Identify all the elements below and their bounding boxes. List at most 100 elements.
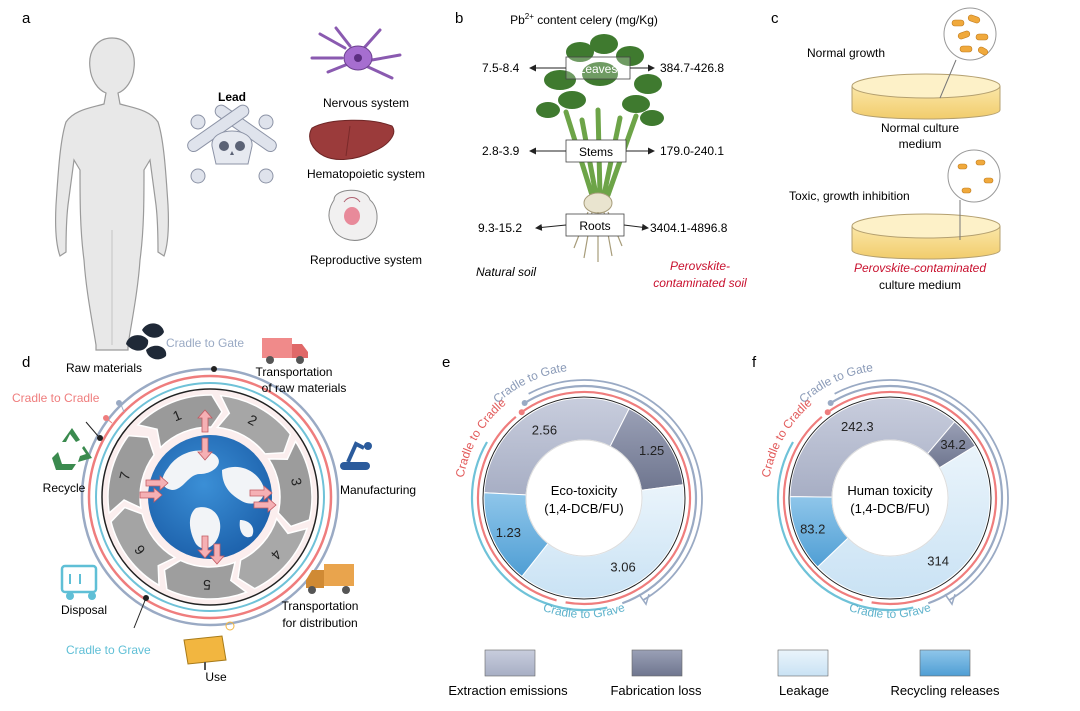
lead-label: Lead (218, 90, 246, 104)
truck-raw-icon (262, 338, 308, 364)
contam-value-roots: 3404.1-4896.8 (650, 221, 728, 235)
lifecycle-stage-number: 7 (116, 470, 133, 482)
slice-value-label: 3.06 (610, 560, 635, 575)
cradle-to-gate-arc (830, 384, 1004, 605)
panel-label-e: e (442, 354, 450, 371)
panel-label-f: f (752, 354, 757, 371)
transport-raw-label-2: of raw materials (262, 381, 347, 395)
cradle-to-gate-arc (834, 379, 1009, 601)
legend: Extraction emissions Fabrication loss Leak… (448, 649, 1000, 698)
donut-center (525, 439, 643, 557)
lifecycle-stage-arrow (215, 394, 292, 455)
cradle-to-cradle-arc (476, 415, 557, 602)
lifecycle-stage-arrow (136, 394, 223, 450)
truck-distribution-icon (306, 564, 354, 594)
arrow-roots-natural (535, 223, 567, 231)
normal-medium-label-1: Normal culture (881, 121, 959, 135)
lifecycle-stage-arrow (237, 517, 309, 590)
disposal-label: Disposal (61, 603, 107, 617)
cradle-start-dot (518, 409, 525, 416)
earth-globe-icon (148, 435, 272, 559)
transport-dist-label-2: for distribution (282, 616, 357, 630)
natural-value-leaves: 7.5-8.4 (482, 61, 520, 75)
manufacturing-robot-icon (340, 441, 372, 470)
lifecycle-stage-arrow (267, 439, 313, 528)
panel-label-a: a (22, 10, 31, 27)
cradle-to-gate-arc (524, 384, 698, 605)
slice-value-label: 34.2 (940, 437, 965, 452)
legend-label: Extraction emissions (448, 683, 568, 698)
human-body-icon (55, 37, 169, 351)
panel-label-d: d (22, 354, 30, 371)
eco-toxicity-chart: 2.56 1.25 3.06 1.23 Eco-toxicity (1,4-DCB/FU)… (453, 360, 703, 621)
contam-value-leaves: 384.7-426.8 (660, 61, 724, 75)
legend-swatch (919, 649, 971, 677)
recycle-icon (52, 428, 92, 470)
legend-label: Fabrication loss (610, 683, 702, 698)
contaminated-petri-dish-icon (851, 213, 1001, 260)
legend-swatch (631, 649, 683, 677)
slice-value-label: 83.2 (800, 521, 825, 536)
slice-value-label: 1.25 (639, 443, 664, 458)
gate-start-dot (827, 400, 834, 407)
organ-label-hematopoietic: Hematopoietic system (307, 167, 425, 181)
natural-value-stems: 2.8-3.9 (482, 144, 520, 158)
normal-petri-dish-icon (851, 73, 1001, 120)
neuron-icon (310, 26, 402, 80)
lifecycle-stage-arrow (107, 434, 155, 515)
cradle-to-grave-arc (470, 441, 608, 612)
natural-soil-label: Natural soil (476, 265, 536, 279)
donut-center (831, 439, 949, 557)
contam-medium-label-2: culture medium (879, 278, 961, 292)
legend-label: Leakage (779, 683, 829, 698)
contam-soil-label-2: contaminated soil (653, 276, 747, 290)
cradle-to-grave-curved-label: Cradle to Grave (847, 600, 933, 621)
transport-dist-label-1: Transportation (282, 599, 359, 613)
contam-soil-label-1: Perovskite- (670, 259, 730, 273)
lifecycle-stage-number: 5 (203, 577, 212, 593)
donut-outline (482, 396, 686, 600)
donut-center-label: Human toxicity (847, 483, 933, 498)
cradle-to-cradle-arc (521, 390, 692, 606)
part-label-leaves: Leaves (579, 62, 618, 76)
donut-outline (788, 396, 992, 600)
legend-swatch (484, 649, 536, 677)
inhibited-bacteria-magnifier-icon (947, 149, 1001, 240)
lifecycle-stage-arrow (110, 506, 177, 587)
disposal-truck-icon (60, 564, 98, 600)
liver-icon (309, 119, 395, 160)
cradle-to-cradle-arc (827, 390, 998, 606)
skull-crossbones-icon (187, 104, 277, 184)
recycle-label: Recycle (43, 481, 86, 495)
legend-swatch (777, 649, 829, 677)
raw-materials-icon (126, 323, 167, 360)
donut-center-unit: (1,4-DCB/FU) (544, 501, 623, 516)
gate-arrow-head (638, 593, 650, 606)
normal-bacteria-magnifier-icon (939, 7, 997, 99)
raw-materials-label: Raw materials (66, 361, 142, 375)
cradle-to-grave-arc (776, 441, 914, 612)
gate-start-dot (521, 400, 528, 407)
cradle-to-grave-curved-label: Cradle to Grave (541, 600, 627, 621)
donut-center-label: Eco-toxicity (551, 483, 618, 498)
natural-value-roots: 9.3-15.2 (478, 221, 522, 235)
slice-value-label: 242.3 (841, 419, 874, 434)
cradle-to-cradle-arc (782, 415, 863, 602)
donut-center-unit: (1,4-DCB/FU) (850, 501, 929, 516)
part-label-stems: Stems (579, 145, 613, 159)
slice-value-label: 1.23 (496, 525, 521, 540)
solar-panel-icon (183, 621, 235, 670)
celery-title: Pb2+ content celery (mg/Kg) (510, 12, 658, 27)
contam-value-stems: 179.0-240.1 (660, 144, 724, 158)
slice-value-label: 2.56 (532, 423, 557, 438)
panel-label-c: c (771, 10, 779, 27)
normal-growth-label: Normal growth (807, 46, 885, 60)
cradle-to-grave-label-d: Cradle to Grave (66, 643, 151, 657)
transport-raw-label-1: Transportation (256, 365, 333, 379)
cradle-to-gate-arc (528, 379, 703, 601)
organ-label-reproductive: Reproductive system (310, 253, 422, 267)
exchange-arrows (139, 409, 277, 565)
use-label: Use (205, 670, 227, 684)
